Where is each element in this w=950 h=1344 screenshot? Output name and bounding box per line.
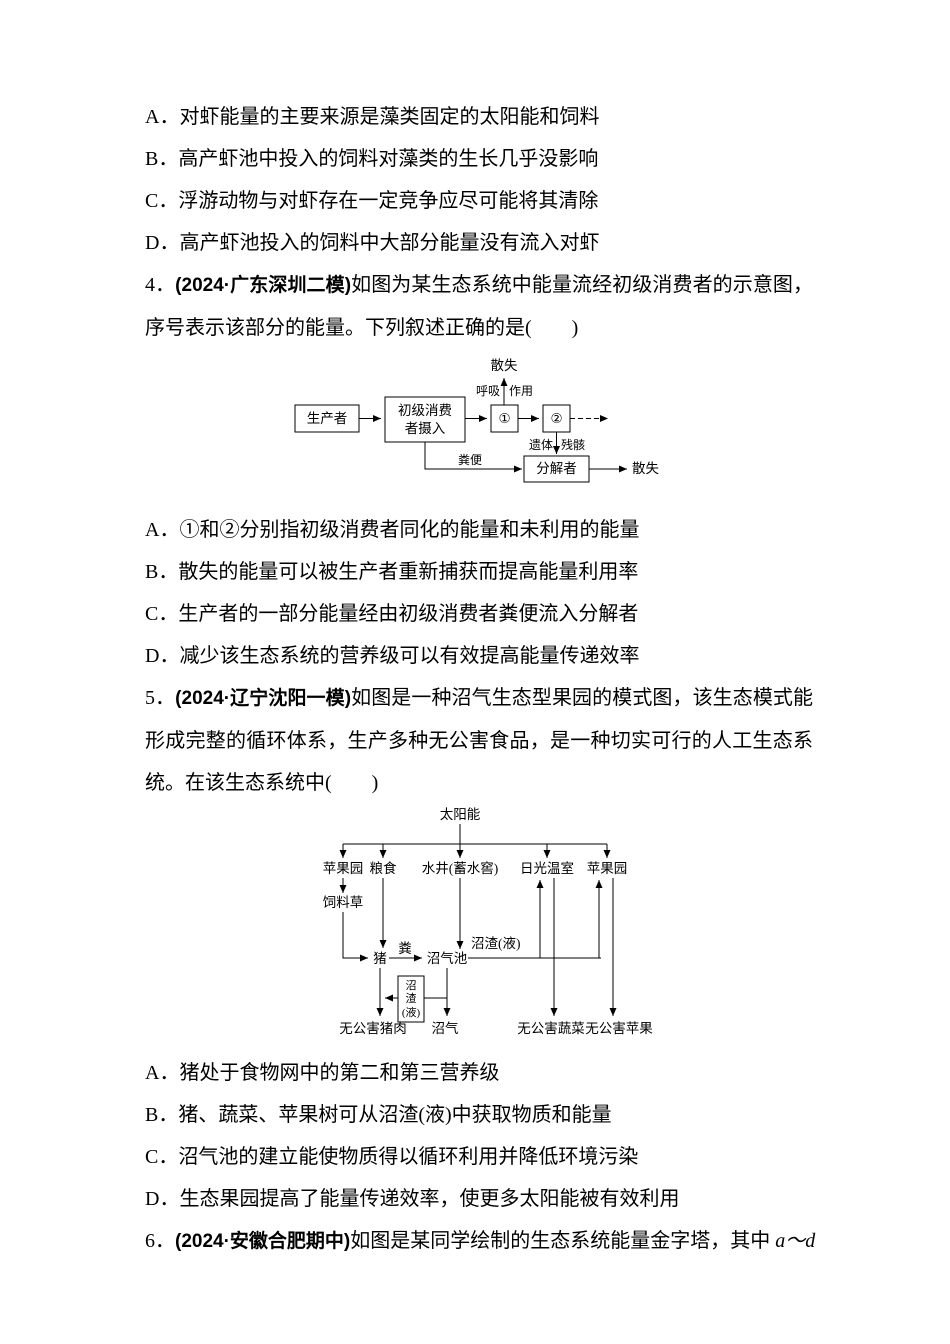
digester-label: 沼气池 — [427, 951, 468, 966]
q3-option-c: C．浮游动物与对虾存在一定竞争应尽可能将其清除 — [145, 190, 599, 212]
q4-energy-flow-diagram: 散失 呼吸 作用 生产者 初级消费 者摄入 ① ② 遗体 残骸 分解者 散失 粪… — [294, 358, 660, 483]
producer-label: 生产者 — [307, 411, 348, 426]
energy-box-1-label: ① — [498, 411, 510, 426]
q5-option-d: D．生态果园提高了能量传递效率，使更多太阳能被有效利用 — [145, 1188, 680, 1210]
residue-v3-label: (液) — [402, 1005, 421, 1019]
intake-label-line2: 者摄入 — [405, 421, 446, 436]
q3-option-d: D．高产虾池投入的饲料中大部分能量没有流入对虾 — [145, 232, 600, 254]
residue-label: 沼渣(液) — [471, 936, 521, 951]
grain-label: 粮食 — [370, 860, 397, 876]
respiration-left-label: 呼吸 — [476, 384, 500, 398]
solar-label: 太阳能 — [440, 807, 481, 822]
pork-label: 无公害猪肉 — [339, 1021, 407, 1036]
q4-stem-text: 如图为某生态系统中能量流经初级消费者的示意图，序号表示该部分的能量。下列叙述正确… — [145, 274, 814, 339]
vegetables-label: 无公害蔬菜 — [517, 1021, 585, 1036]
q6-number: 6． — [145, 1230, 175, 1252]
q6-stem: 6．(2024·安徽合肥期中)如图是某同学绘制的生态系统能量金字塔，其中 a～d — [145, 1220, 816, 1263]
orchard-right-label: 苹果园 — [587, 861, 628, 876]
q5-stem-text: 如图是一种沼气生态型果园的模式图，该生态模式能形成完整的循环体系，生产多种无公害… — [145, 687, 814, 794]
remains-right-label: 残骸 — [561, 438, 585, 452]
q5-option-a: A．猪处于食物网中的第二和第三营养级 — [145, 1062, 500, 1084]
q5-source: (2024·辽宁沈阳一模) — [175, 688, 352, 709]
forage-pig-path — [342, 912, 368, 962]
greenhouse-label: 日光温室 — [520, 860, 574, 876]
q4-option-b: B．散失的能量可以被生产者重新捕获而提高能量利用率 — [145, 561, 639, 583]
manure-label: 粪 — [398, 941, 412, 956]
q6-source: (2024·安徽合肥期中) — [175, 1231, 351, 1252]
decomposer-label: 分解者 — [536, 461, 577, 476]
energy-box-2-label: ② — [550, 411, 562, 426]
remains-left-label: 遗体 — [529, 438, 553, 452]
loss-top-label: 散失 — [491, 358, 519, 373]
residue-vertical-box — [397, 975, 425, 1023]
q6-variable-range: a～d — [775, 1230, 816, 1252]
q5-option-c: C．沼气池的建立能使物质得以循环利用并降低环境污染 — [145, 1146, 639, 1168]
q5-orchard-diagram: 太阳能 苹果园 粮食 水井(蓄水窖) 日光温室 苹果园 饲料草 猪 粪 沼气池 … — [323, 807, 653, 1036]
pig-label: 猪 — [373, 951, 387, 966]
intake-label-line1: 初级消费 — [398, 402, 452, 418]
q4-stem: 4．(2024·广东深圳二模)如图为某生态系统中能量流经初级消费者的示意图，序号… — [145, 264, 813, 349]
feces-path — [424, 442, 522, 473]
q3-option-b: B．高产虾池中投入的饲料对藻类的生长几乎没影响 — [145, 148, 599, 170]
q4-option-d: D．减少该生态系统的营养级可以有效提高能量传递效率 — [145, 645, 640, 667]
q4-number: 4． — [145, 274, 176, 296]
q5-stem: 5．(2024·辽宁沈阳一模)如图是一种沼气生态型果园的模式图，该生态模式能形成… — [145, 677, 813, 804]
q5-number: 5． — [145, 687, 176, 709]
q4-source: (2024·广东深圳二模) — [175, 275, 352, 296]
biogas-label: 沼气 — [432, 1021, 459, 1036]
orchard-left-label: 苹果园 — [323, 861, 364, 876]
respiration-right-label: 作用 — [509, 384, 533, 398]
forage-label: 饲料草 — [323, 895, 364, 910]
residue-v1-label: 沼 — [406, 978, 417, 992]
well-label: 水井(蓄水窖) — [422, 860, 499, 876]
q4-option-a: A．①和②分别指初级消费者同化的能量和未利用的能量 — [145, 519, 640, 541]
q3-option-a: A．对虾能量的主要来源是藻类固定的太阳能和饲料 — [145, 106, 600, 128]
apples-label: 无公害苹果 — [585, 1021, 653, 1036]
residue-v2-label: 渣 — [406, 991, 417, 1005]
q5-option-b: B．猪、蔬菜、苹果树可从沼渣(液)中获取物质和能量 — [145, 1104, 612, 1126]
q6-stem-text: 如图是某同学绘制的生态系统能量金字塔，其中 — [350, 1230, 776, 1252]
exam-page: A．对虾能量的主要来源是藻类固定的太阳能和饲料 B．高产虾池中投入的饲料对藻类的… — [145, 106, 816, 1263]
q4-option-c: C．生产者的一部分能量经由初级消费者粪便流入分解者 — [145, 603, 639, 625]
feces-label: 粪便 — [458, 453, 482, 467]
loss-right-label: 散失 — [632, 461, 660, 476]
